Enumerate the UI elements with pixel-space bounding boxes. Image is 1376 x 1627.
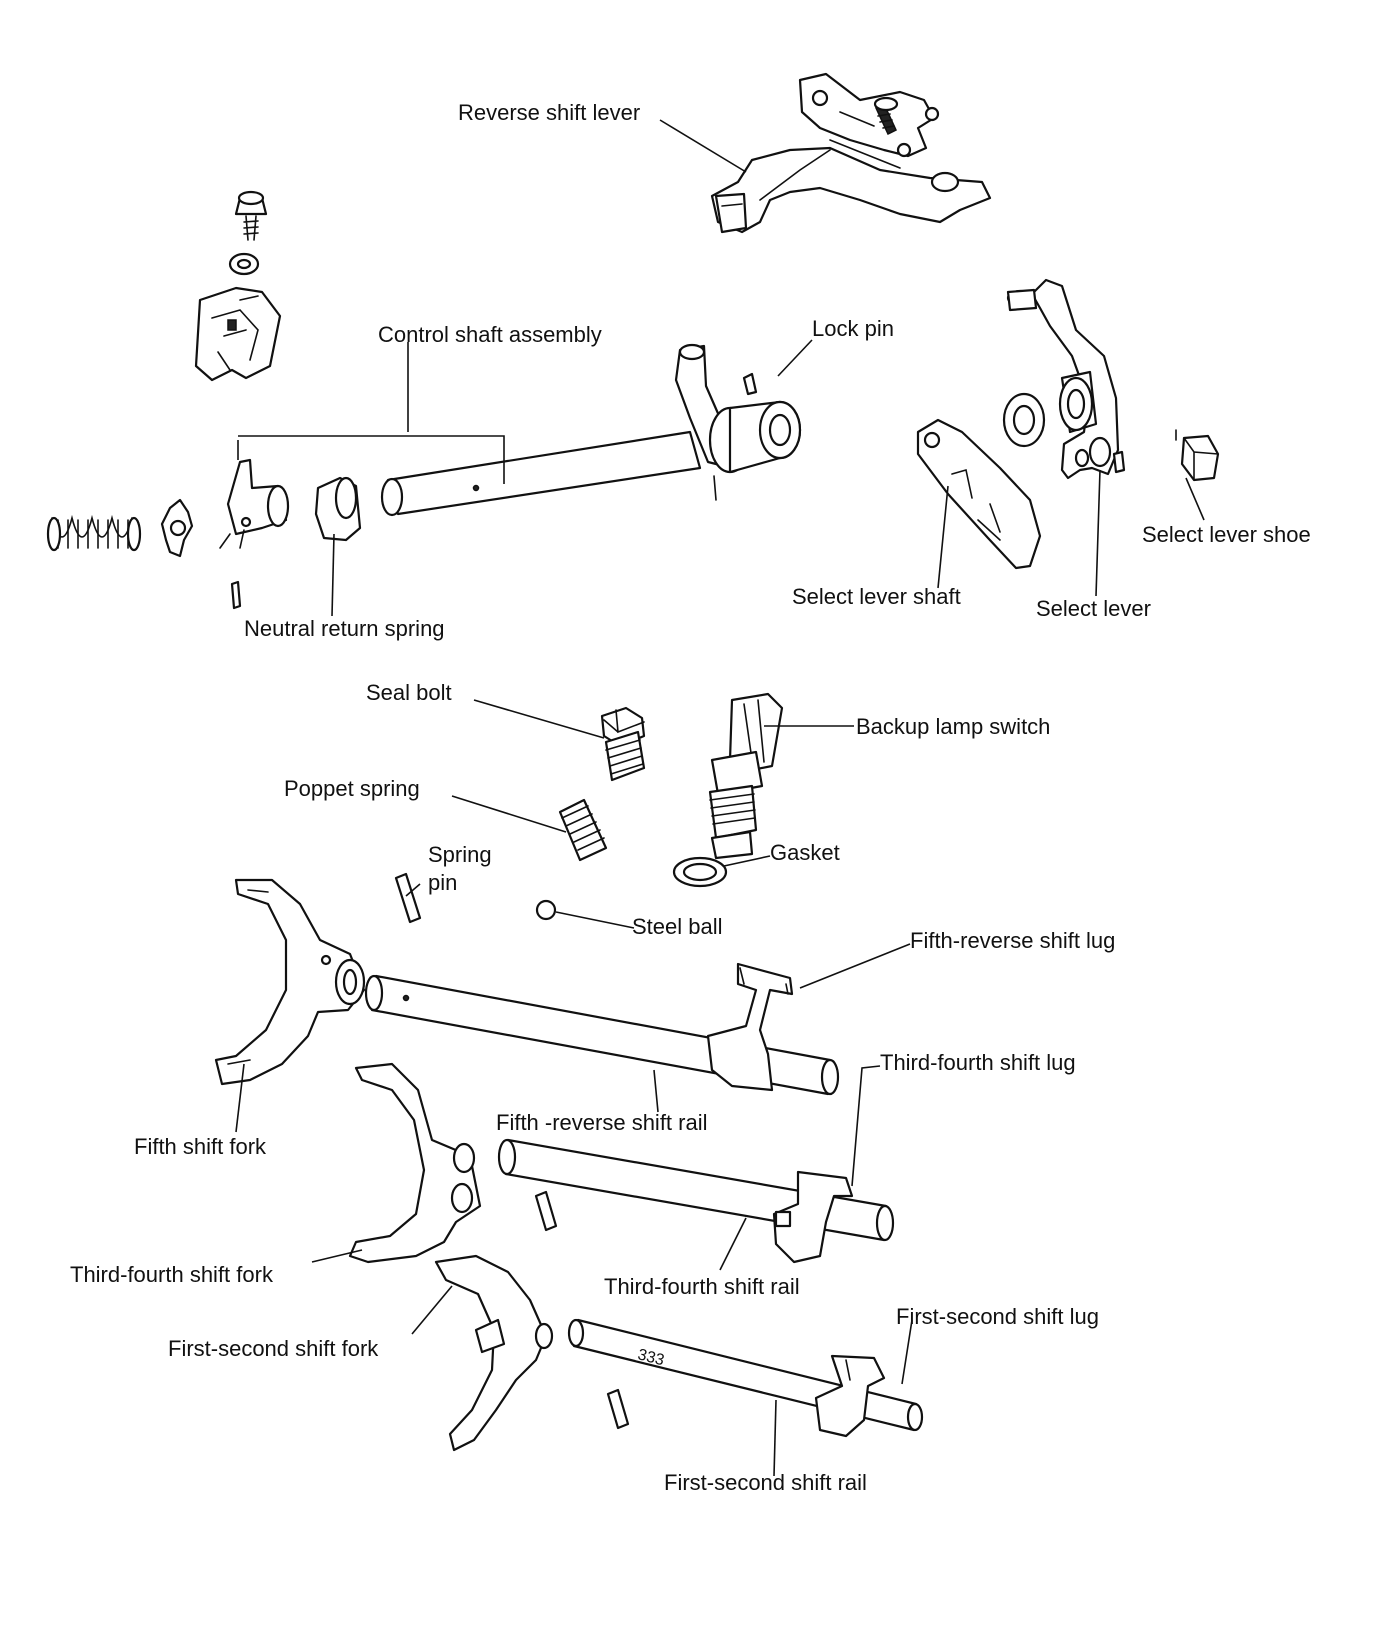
leader-lines: [235, 119, 1205, 1477]
label-fifth-reverse-shift-rail: Fifth -reverse shift rail: [496, 1110, 708, 1135]
leader-reverse-shift-lever: [659, 119, 747, 173]
label-spring-pin-line2: pin: [428, 870, 457, 895]
diagram-labels: Reverse shift lever Control shaft assemb…: [70, 100, 1311, 1495]
label-spring-pin-line1: Spring: [428, 842, 492, 867]
label-fifth-shift-fork: Fifth shift fork: [134, 1134, 267, 1159]
leader-fifth-shift-fork: [235, 1063, 245, 1133]
label-gasket: Gasket: [770, 840, 840, 865]
leader-neutral-return-spring: [331, 533, 335, 617]
label-select-lever-shoe: Select lever shoe: [1142, 522, 1311, 547]
label-third-fourth-shift-fork: Third-fourth shift fork: [70, 1262, 274, 1287]
leader-first-second-shift-rail: [773, 1399, 777, 1477]
label-lock-pin: Lock pin: [812, 316, 894, 341]
label-poppet-spring: Poppet spring: [284, 776, 420, 801]
leader-poppet-spring: [451, 795, 567, 833]
leader-third-fourth-shift-fork: [311, 1249, 363, 1263]
label-fifth-reverse-shift-lug: Fifth-reverse shift lug: [910, 928, 1115, 953]
label-steel-ball: Steel ball: [632, 914, 723, 939]
label-backup-lamp-switch: Backup lamp switch: [856, 714, 1050, 739]
leader-gasket: [723, 855, 771, 867]
label-control-shaft-assembly: Control shaft assembly: [378, 322, 602, 347]
label-neutral-return-spring: Neutral return spring: [244, 616, 445, 641]
first-second-group-part: [434, 1254, 924, 1452]
select-lever-assembly-part: [916, 278, 1220, 570]
leader-seal-bolt: [473, 699, 605, 739]
label-reverse-shift-lever: Reverse shift lever: [458, 100, 640, 125]
leader-third-fourth-shift-rail: [719, 1217, 747, 1271]
label-select-lever: Select lever: [1036, 596, 1151, 621]
leader-fifth-reverse-shift-rail: [653, 1069, 659, 1113]
label-third-fourth-shift-rail: Third-fourth shift rail: [604, 1274, 800, 1299]
third-fourth-group-part: [348, 1062, 895, 1264]
leader-select-lever-shaft: [937, 485, 949, 589]
leader-steel-ball: [555, 911, 635, 929]
seal-bolt-poppet-part: [394, 706, 646, 924]
leader-select-lever-shoe: [1185, 477, 1205, 521]
control-shaft-assembly-part: [46, 342, 802, 610]
label-seal-bolt: Seal bolt: [366, 680, 452, 705]
leader-fifth-reverse-shift-lug: [799, 943, 911, 989]
leader-first-second-shift-lug: [901, 1319, 913, 1385]
reverse-shift-lever-part: [710, 72, 992, 234]
label-select-lever-shaft: Select lever shaft: [792, 584, 961, 609]
label-third-fourth-shift-lug: Third-fourth shift lug: [880, 1050, 1076, 1075]
label-first-second-shift-rail: First-second shift rail: [664, 1470, 867, 1495]
leader-select-lever: [1095, 469, 1101, 597]
label-first-second-shift-lug: First-second shift lug: [896, 1304, 1099, 1329]
label-first-second-shift-fork: First-second shift fork: [168, 1336, 379, 1361]
rail-stamp-number: 333: [636, 1346, 666, 1369]
fifth-reverse-group-part: [214, 878, 840, 1096]
bolt-washer-bracket-part: [194, 190, 282, 382]
leader-lock-pin: [777, 339, 813, 377]
leader-spring-pin: [405, 883, 421, 897]
leader-third-fourth-shift-lug: [851, 1065, 881, 1187]
leader-first-second-shift-fork: [411, 1285, 453, 1335]
backup-lamp-switch-part: [672, 692, 784, 888]
